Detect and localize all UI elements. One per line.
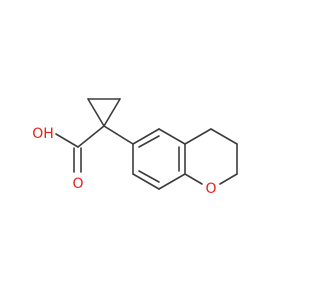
bond-ar-inner-3 — [138, 170, 160, 183]
bond-ar-2 — [158, 128, 186, 145]
bond-c-aryl — [103, 125, 134, 145]
molecule-canvas: OH O O — [32, 98, 238, 197]
bond-sat-2 — [210, 128, 238, 145]
bond-cp-3 — [103, 98, 121, 127]
carbonyl-oxygen-label: O — [72, 176, 83, 192]
bond-sat-5 — [184, 173, 203, 185]
bond-cp-1 — [87, 98, 105, 127]
bonds — [55, 98, 238, 190]
bond-ar-1 — [132, 128, 160, 145]
bond-c-cooh — [77, 125, 105, 148]
molecule-structure: OH O O — [32, 98, 238, 197]
bond-ar-inner-1 — [138, 135, 160, 148]
bond-sat-1 — [184, 128, 212, 145]
bond-ar-4 — [158, 173, 186, 190]
atom-labels: OH O O — [32, 126, 216, 197]
hydroxyl-label: OH — [32, 126, 54, 142]
ring-oxygen-label: O — [205, 181, 216, 197]
bond-sat-4 — [219, 173, 238, 185]
bond-ar-5 — [132, 173, 160, 190]
bond-c-oh — [55, 133, 79, 148]
